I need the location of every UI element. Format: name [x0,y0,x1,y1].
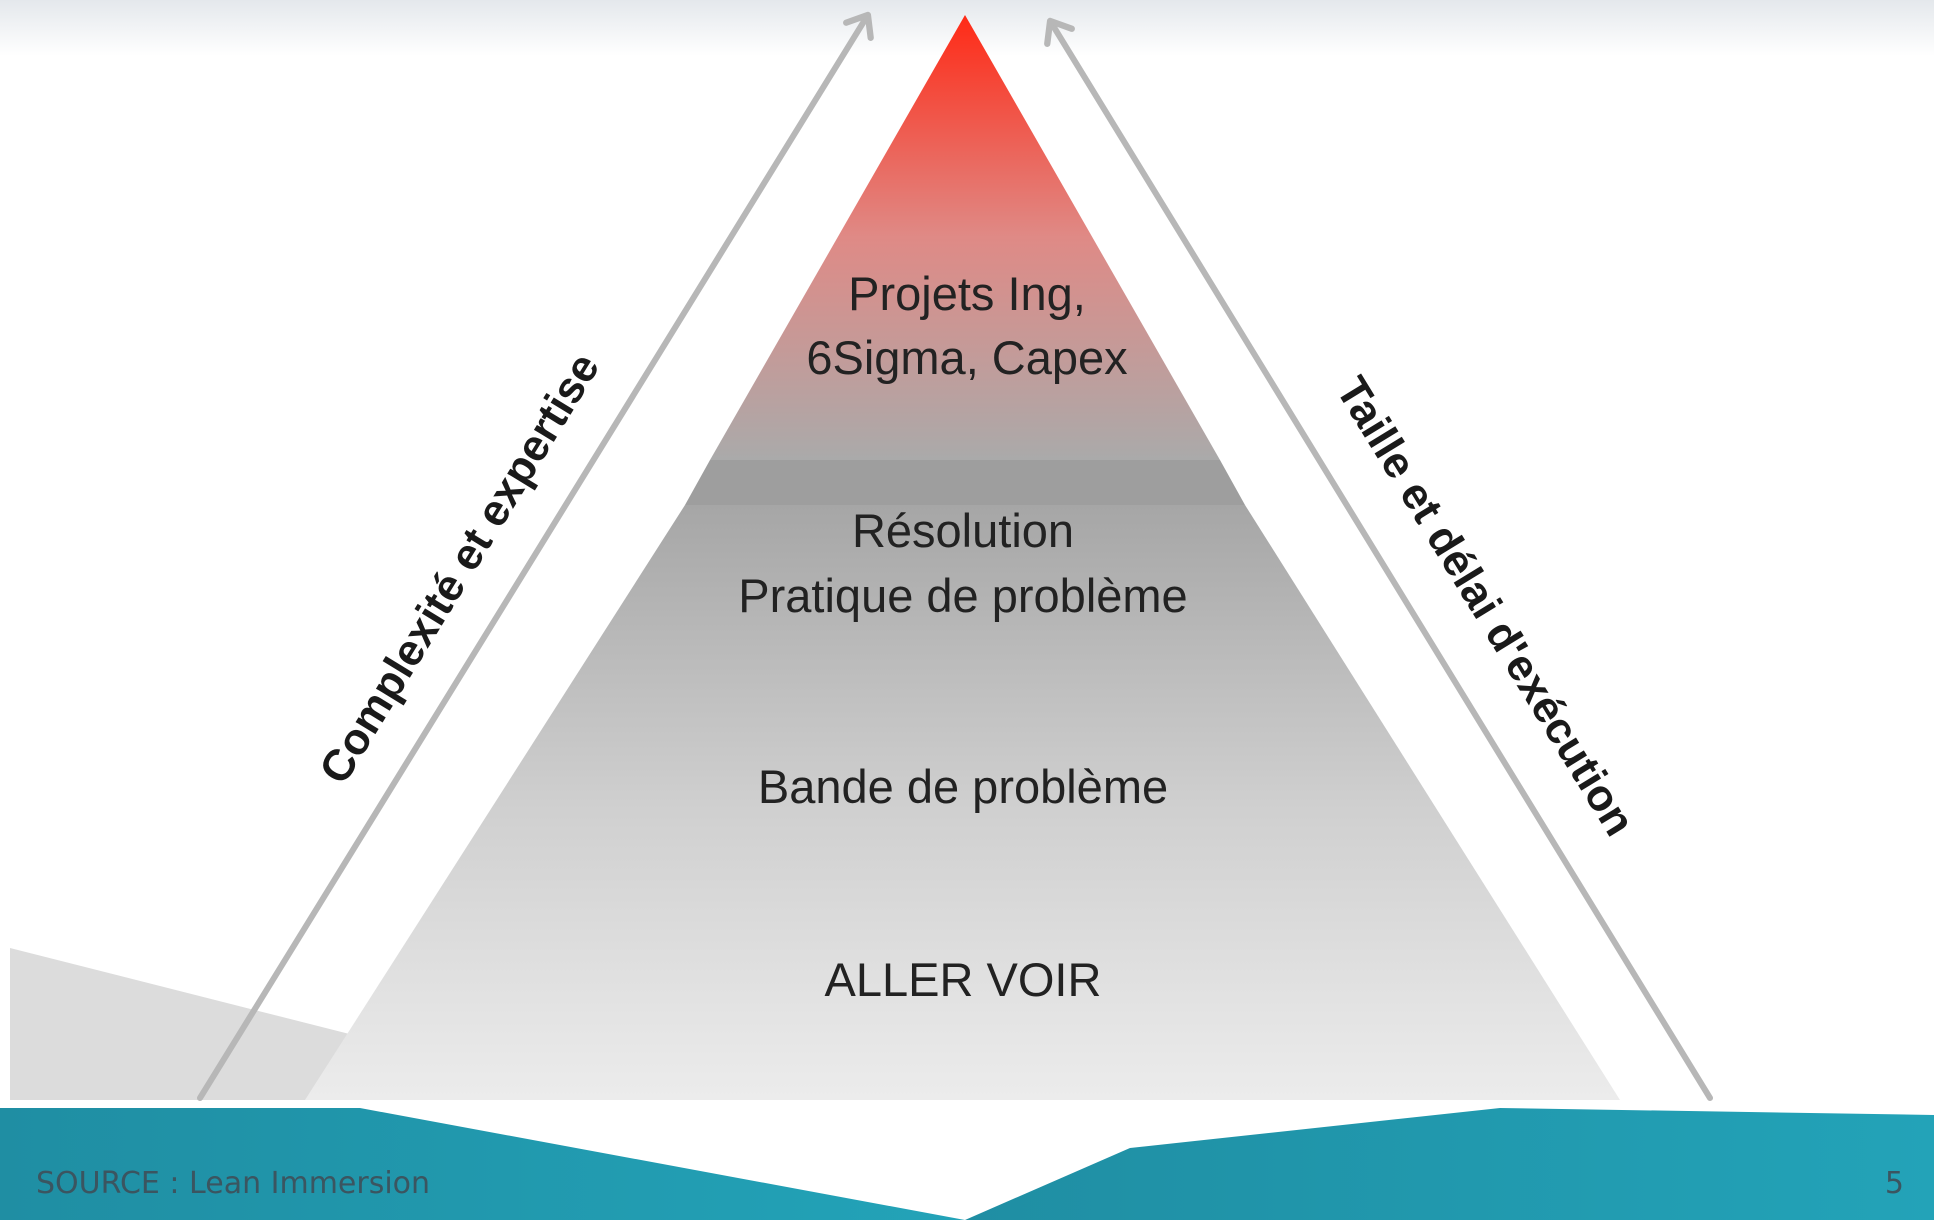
level-4-line-1: ALLER VOIR [825,953,1102,1006]
level-2-line-1: Résolution [852,504,1074,557]
pyramid-level-4: ALLER VOIR [825,953,1102,1006]
pyramid-apex-level [710,15,1220,460]
page-number: 5 [1884,1166,1904,1201]
footer-source: SOURCE : Lean Immersion [36,1166,431,1201]
right-arrow [1044,17,1713,1101]
left-arrow [197,11,874,1101]
level-1-line-2: 6Sigma, Capex [806,331,1127,384]
pyramid-level-3: Bande de problème [758,760,1168,813]
pyramid-level-1: Projets Ing, 6Sigma, Capex [806,267,1127,384]
teal-wave-right [965,1108,1934,1220]
level-2-line-2: Pratique de problème [738,569,1187,622]
pyramid-body [305,505,1620,1100]
level-3-line-1: Bande de problème [758,760,1168,813]
pyramid-divider-band [685,460,1245,505]
pyramid-level-2: Résolution Pratique de problème [738,504,1187,622]
teal-wave-left [0,1108,965,1220]
level-1-line-1: Projets Ing, [848,267,1086,320]
